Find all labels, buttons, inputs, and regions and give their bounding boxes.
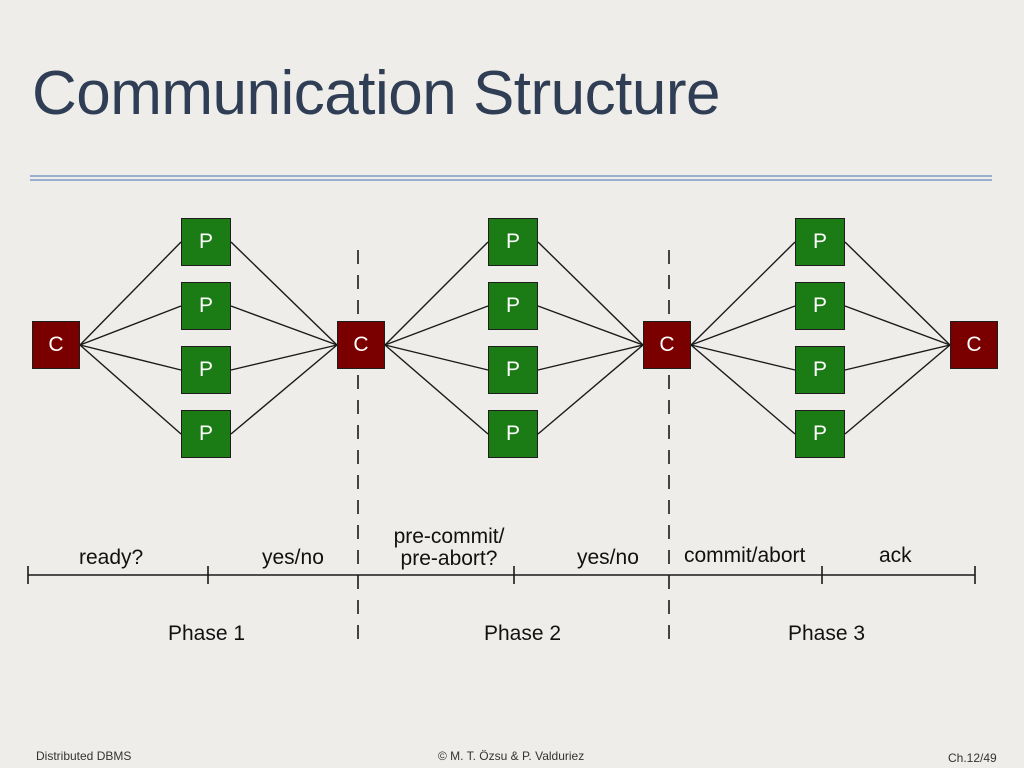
- participant-node: P: [795, 218, 845, 266]
- label-ready: ready?: [79, 546, 144, 569]
- phase-1-label: Phase 1: [168, 622, 246, 645]
- message-line: [79, 344, 182, 435]
- message-line: [79, 241, 182, 346]
- label-commit-abort: commit/abort: [684, 544, 806, 567]
- message-line: [844, 241, 951, 346]
- timeline-axis: [27, 566, 976, 584]
- message-line: [230, 344, 338, 371]
- phase-2-label: Phase 2: [484, 622, 562, 645]
- participant-node: P: [488, 218, 538, 266]
- message-line: [230, 305, 338, 346]
- message-line: [690, 305, 796, 346]
- message-line: [690, 344, 796, 435]
- message-line: [230, 344, 338, 435]
- message-line: [537, 344, 644, 371]
- footer-course: Distributed DBMS: [36, 749, 132, 763]
- message-line: [690, 344, 796, 371]
- label-pre-commit-line2: pre-abort?: [400, 547, 498, 570]
- footer-copyright: © M. T. Özsu & P. Valduriez: [438, 749, 585, 763]
- message-line: [384, 344, 489, 371]
- label-pre-commit: pre-commit/ pre-abort?: [374, 526, 524, 570]
- message-line: [384, 344, 489, 435]
- message-line: [844, 305, 951, 346]
- participant-node: P: [181, 282, 231, 330]
- label-ack: ack: [879, 544, 912, 567]
- coordinator-node: C: [643, 321, 691, 369]
- message-line: [844, 344, 951, 371]
- participant-node: P: [795, 282, 845, 330]
- message-line: [230, 241, 338, 346]
- message-line: [537, 344, 644, 435]
- message-line: [384, 241, 489, 346]
- participant-node: P: [181, 410, 231, 458]
- message-line: [690, 241, 796, 346]
- coordinator-node: C: [950, 321, 998, 369]
- message-line: [79, 344, 182, 371]
- participant-node: P: [488, 282, 538, 330]
- participant-node: P: [488, 346, 538, 394]
- message-line: [79, 305, 182, 346]
- message-line: [537, 305, 644, 346]
- label-pre-commit-line1: pre-commit/: [393, 525, 505, 548]
- message-line: [384, 305, 489, 346]
- phase-3-label: Phase 3: [788, 622, 866, 645]
- participant-node: P: [181, 346, 231, 394]
- slide-title: Communication Structure: [32, 59, 721, 128]
- label-yes-no-1: yes/no: [262, 546, 324, 569]
- participant-node: P: [795, 346, 845, 394]
- connection-lines: [79, 241, 951, 435]
- message-line: [537, 241, 644, 346]
- participant-node: P: [488, 410, 538, 458]
- participant-node: P: [181, 218, 231, 266]
- phase-separators: [357, 250, 670, 650]
- title-divider-bottom: [30, 179, 992, 181]
- coordinator-node: C: [32, 321, 80, 369]
- participant-node: P: [795, 410, 845, 458]
- label-yes-no-2: yes/no: [577, 546, 639, 569]
- coordinator-node: C: [337, 321, 385, 369]
- title-divider-top: [30, 175, 992, 177]
- message-line: [844, 344, 951, 435]
- footer-page-number: Ch.12/49: [948, 751, 997, 765]
